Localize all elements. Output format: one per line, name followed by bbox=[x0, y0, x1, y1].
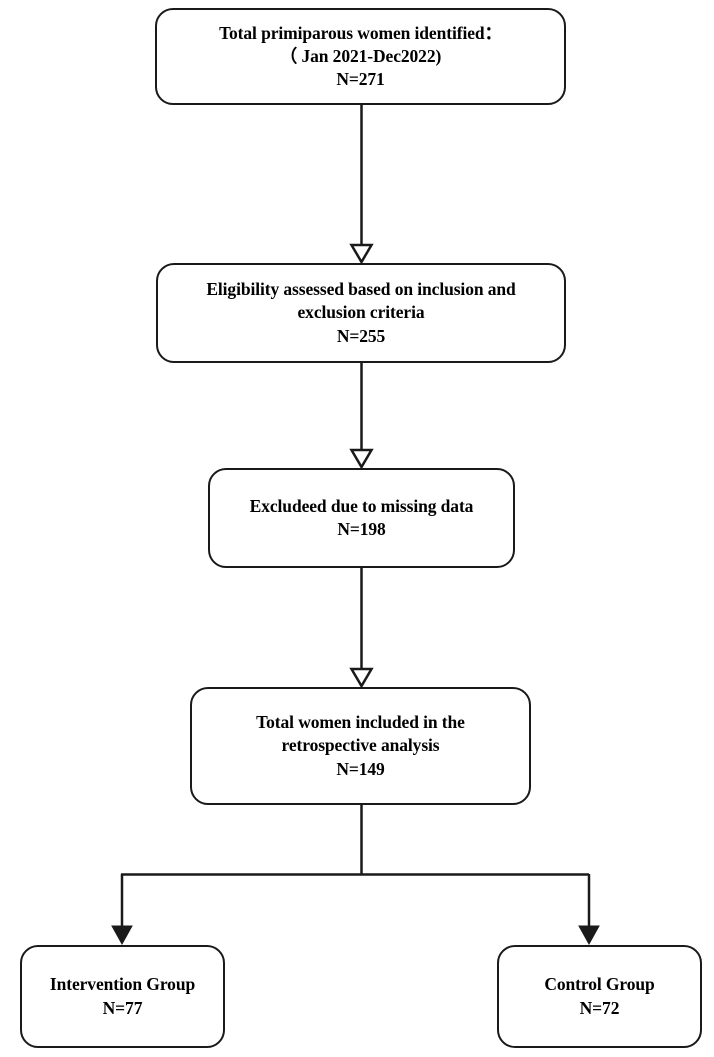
total-identified-line-2: （ Jan 2021-Dec2022) bbox=[279, 45, 442, 66]
filled-triangle-arrowhead-icon bbox=[578, 925, 600, 946]
connector-eligibility-to-excluded bbox=[349, 363, 374, 470]
eligibility-count: N=255 bbox=[336, 325, 386, 346]
control-label: Control Group bbox=[544, 974, 655, 995]
connector-included-to-control bbox=[578, 874, 600, 946]
total-identified-box: Total primiparous women identified： （ Ja… bbox=[155, 8, 566, 105]
excluded-missing-data-box: Excludeed due to missing data N=198 bbox=[208, 468, 515, 568]
total-identified-line-1: Total primiparous women identified： bbox=[219, 22, 502, 43]
included-line-1: Total women included in the bbox=[256, 712, 465, 733]
control-count: N=72 bbox=[579, 997, 620, 1018]
excluded-line-1: Excludeed due to missing data bbox=[249, 495, 474, 516]
included-line-2: retrospective analysis bbox=[281, 735, 440, 756]
filled-triangle-arrowhead-icon bbox=[111, 925, 133, 946]
total-included-box: Total women included in the retrospectiv… bbox=[190, 687, 531, 805]
connector-excluded-to-included bbox=[349, 568, 374, 689]
hollow-triangle-arrowhead-icon bbox=[349, 448, 374, 470]
intervention-label: Intervention Group bbox=[49, 974, 196, 995]
excluded-count: N=198 bbox=[337, 519, 386, 539]
hollow-triangle-arrowhead-icon bbox=[349, 243, 374, 265]
eligibility-line-2: exclusion criteria bbox=[297, 302, 425, 323]
total-identified-count: N=271 bbox=[336, 69, 385, 90]
hollow-triangle-arrowhead-icon bbox=[349, 667, 374, 689]
connector-included-to-intervention bbox=[111, 874, 133, 946]
eligibility-line-1: Eligibility assessed based on inclusion … bbox=[206, 279, 516, 300]
connector-split-bus bbox=[121, 805, 589, 876]
intervention-group-box: Intervention Group N=77 bbox=[20, 945, 225, 1048]
included-count: N=149 bbox=[336, 758, 385, 779]
connector-identified-to-eligibility bbox=[349, 105, 374, 265]
eligibility-assessed-box: Eligibility assessed based on inclusion … bbox=[156, 263, 566, 363]
intervention-count: N=77 bbox=[102, 997, 143, 1018]
control-group-box: Control Group N=72 bbox=[497, 945, 702, 1048]
